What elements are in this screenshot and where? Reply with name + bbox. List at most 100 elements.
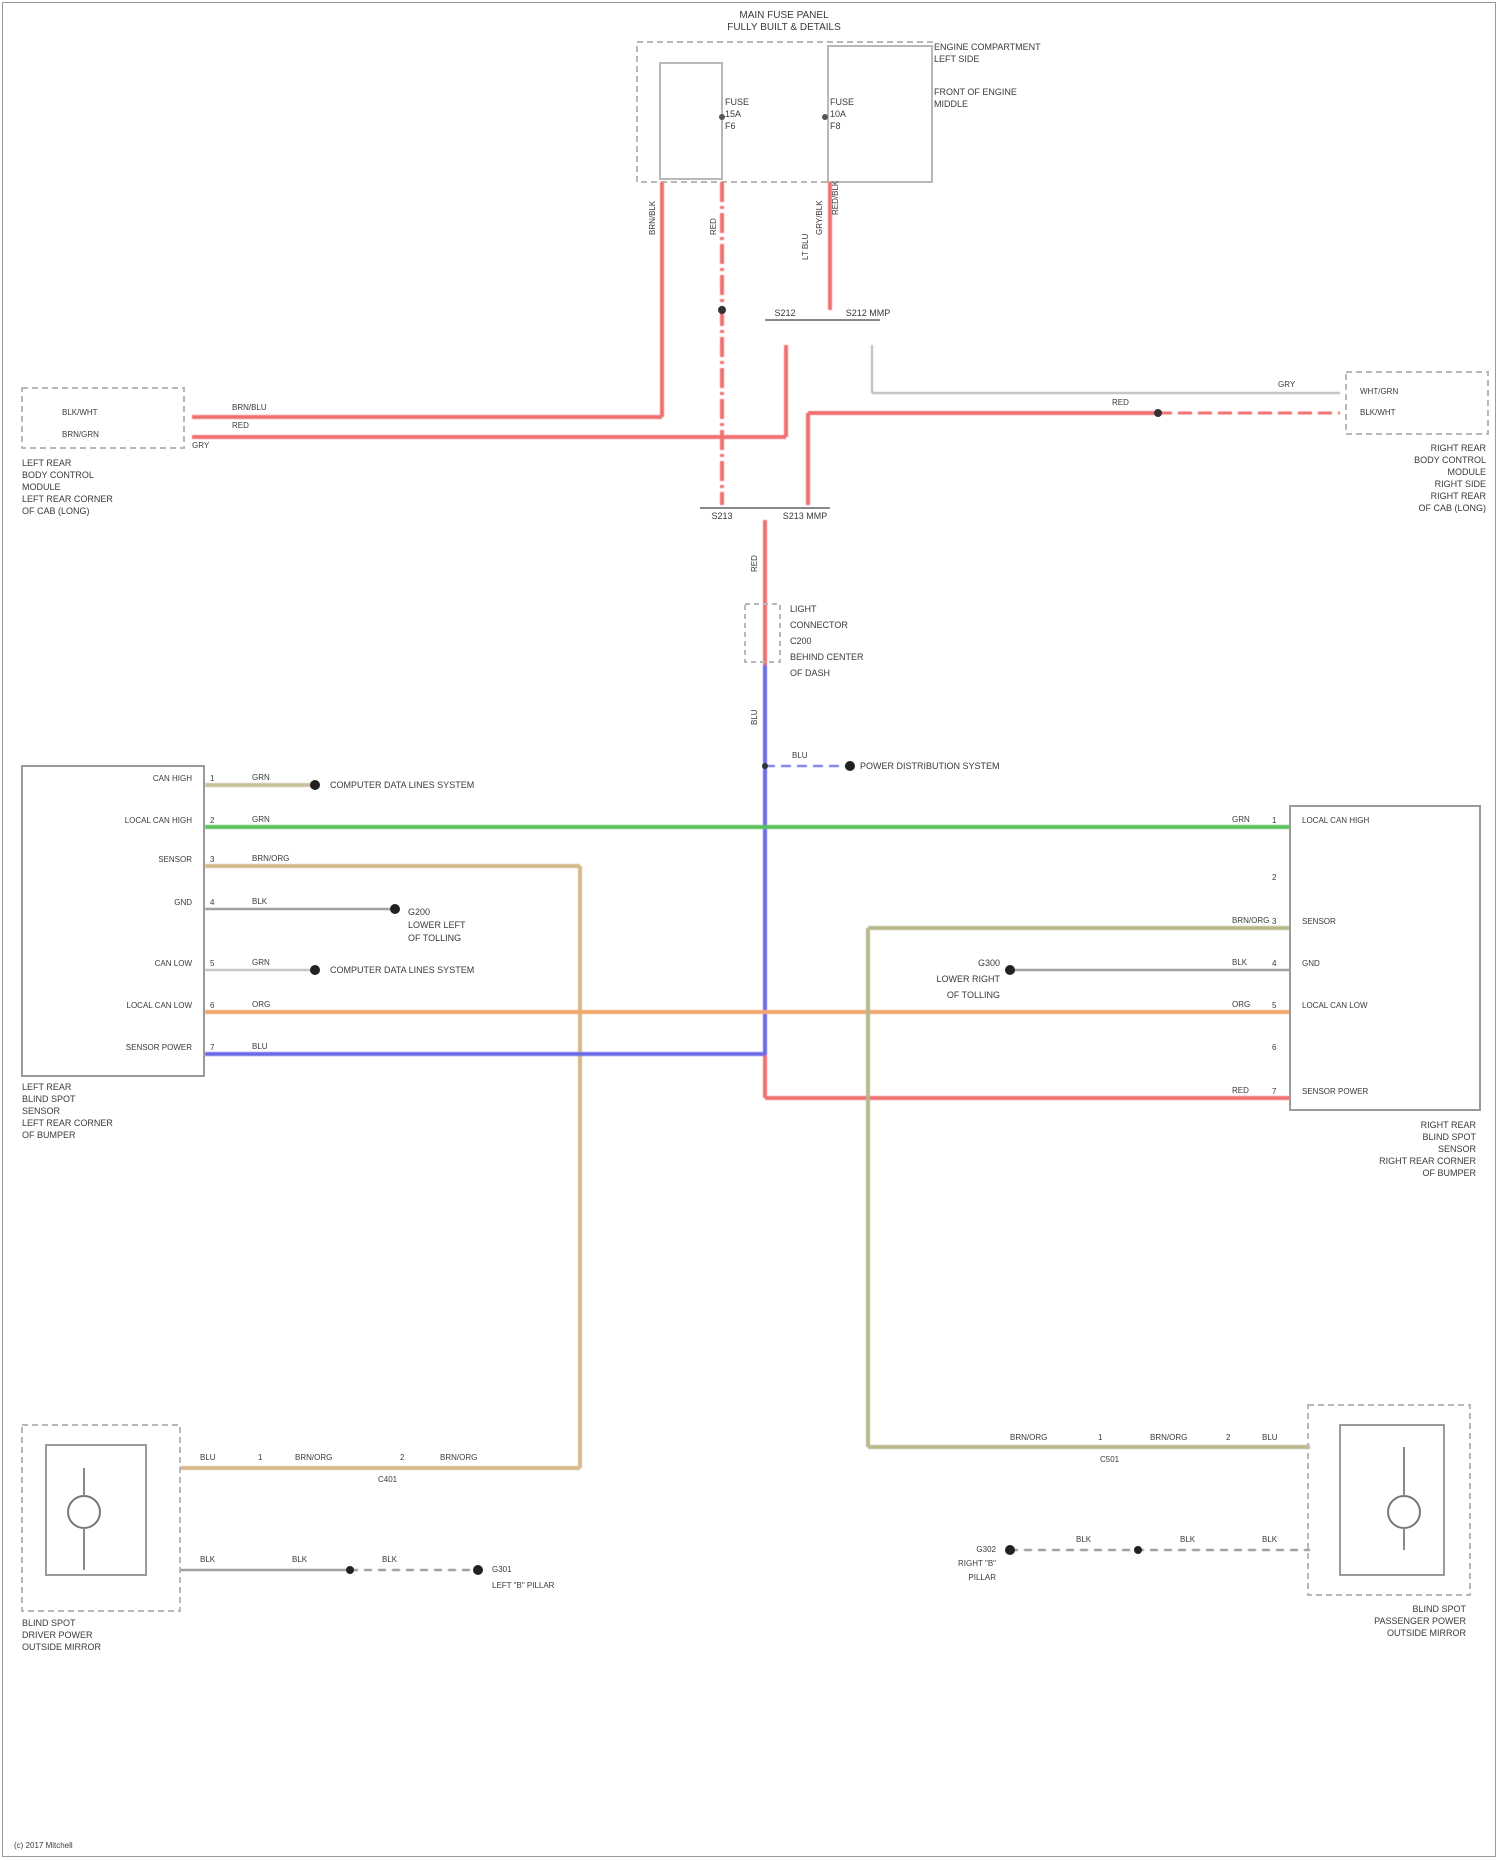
fuse-a-icon <box>719 114 725 120</box>
blue-tap: BLU POWER DISTRIBUTION SYSTEM <box>762 751 1000 771</box>
right-sensor-ref-c: OF TOLLING <box>947 990 1000 1000</box>
wire-label: GRN <box>252 815 270 824</box>
ground-location-2: PILLAR <box>968 1573 996 1582</box>
left-module-caption-2: BODY CONTROL <box>22 470 94 480</box>
left-sensor-ref-2a: G200 <box>408 907 430 917</box>
wire-label: BLU <box>200 1453 216 1462</box>
fuse-b-rating: 10A <box>830 109 846 119</box>
fuse-panel-title-1: MAIN FUSE PANEL <box>739 10 829 21</box>
wire-label: BLU <box>792 751 808 760</box>
left-sensor-caption-5: OF BUMPER <box>22 1130 76 1140</box>
top-fuse-panel: MAIN FUSE PANEL FULLY BUILT & DETAILS EN… <box>637 10 1041 182</box>
splice-dot <box>1154 409 1162 417</box>
left-sensor-caption-3: SENSOR <box>22 1106 61 1116</box>
wire-label: BLK <box>1180 1535 1196 1544</box>
fuse-b-label: FUSE <box>830 97 854 107</box>
right-sensor-pin-name: SENSOR POWER <box>1302 1087 1368 1096</box>
pin-number: 2 <box>400 1453 405 1462</box>
left-sensor-ref-2c: OF TOLLING <box>408 933 461 943</box>
wire-label: RED <box>750 555 759 572</box>
wire-label: BRN/ORG <box>1150 1433 1187 1442</box>
left-module-pin-b: BRN/GRN <box>62 430 99 439</box>
wire-label: GRN <box>252 773 270 782</box>
left-outside-mirror: BLU BRN/ORG BRN/ORG 1 2 C401 BLK BLK BLK… <box>22 1425 555 1652</box>
left-sensor-pin-number: 3 <box>210 855 215 864</box>
right-sensor-pin-number: 5 <box>1272 1001 1277 1010</box>
fuse-panel-title-2: FULLY BUILT & DETAILS <box>727 22 841 33</box>
top-wire-labels: BRN/BLK RED LT BLU GRY/BLK RED/BLK <box>648 180 840 260</box>
mid-connector-c200: LIGHT CONNECTOR C200 BEHIND CENTER OF DA… <box>745 555 864 725</box>
wire-layer <box>180 182 1340 1570</box>
connector-label: C401 <box>378 1475 398 1484</box>
tap-reference: POWER DISTRIBUTION SYSTEM <box>860 761 1000 771</box>
right-sensor-pin-name: GND <box>1302 959 1320 968</box>
splice-upper-right: S212 MMP <box>846 308 891 318</box>
right-sensor-caption-4: RIGHT REAR CORNER <box>1379 1156 1476 1166</box>
right-sensor-pin-number: 2 <box>1272 873 1277 882</box>
right-module-caption-1: RIGHT REAR <box>1431 443 1487 453</box>
left-module-caption-5: OF CAB (LONG) <box>22 506 90 516</box>
connector-label: C501 <box>1100 1455 1120 1464</box>
wire-label: BLK <box>200 1555 216 1564</box>
wire-label: BLK <box>1232 958 1248 967</box>
wire-label: RED <box>232 421 249 430</box>
right-sensor-ref-a: G300 <box>978 958 1000 968</box>
left-body-control-module: BLK/WHT BRN/GRN BRN/BLU RED GRY LEFT REA… <box>22 388 267 516</box>
wire-label: BLK <box>292 1555 308 1564</box>
wire-label: BLU <box>750 709 759 725</box>
left-sensor-pin-number: 1 <box>210 774 215 783</box>
ground-location: LEFT "B" PILLAR <box>492 1581 555 1590</box>
left-sensor-pin-name: CAN HIGH <box>153 774 192 783</box>
right-mirror-caption-3: OUTSIDE MIRROR <box>1387 1628 1467 1638</box>
left-sensor-caption-2: BLIND SPOT <box>22 1094 76 1104</box>
left-sensor-ref-2b: LOWER LEFT <box>408 920 466 930</box>
fuse-a-rating: 15A <box>725 109 741 119</box>
left-sensor-caption-4: LEFT REAR CORNER <box>22 1118 113 1128</box>
connector-caption-5: OF DASH <box>790 668 830 678</box>
pin-number: 1 <box>1098 1433 1103 1442</box>
wire-label: BRN/ORG <box>252 854 289 863</box>
wire-label: BRN/BLK <box>648 200 657 235</box>
right-sensor-caption-2: BLIND SPOT <box>1422 1132 1476 1142</box>
ref-dot <box>310 780 320 790</box>
splice-dot <box>718 306 726 314</box>
wire-label: BLK <box>1262 1535 1278 1544</box>
left-sensor-pin-name: SENSOR POWER <box>126 1043 192 1052</box>
right-sensor-pin-name: SENSOR <box>1302 917 1336 926</box>
wire-label: ORG <box>252 1000 270 1009</box>
wire-label: BLK <box>252 897 268 906</box>
fuse-a-label: FUSE <box>725 97 749 107</box>
left-mirror-caption-2: DRIVER POWER <box>22 1630 93 1640</box>
left-sensor-ref-3: COMPUTER DATA LINES SYSTEM <box>330 965 474 975</box>
left-sensor-caption-1: LEFT REAR <box>22 1082 72 1092</box>
wire-label: RED <box>1112 398 1129 407</box>
left-sensor-pin-number: 6 <box>210 1001 215 1010</box>
pin-number: 1 <box>258 1453 263 1462</box>
connector-caption-1: LIGHT <box>790 604 817 614</box>
right-sensor-pin-number: 1 <box>1272 816 1277 825</box>
wire-label: BRN/ORG <box>440 1453 477 1462</box>
right-module-pin-a: WHT/GRN <box>1360 387 1398 396</box>
connector-caption-3: C200 <box>790 636 812 646</box>
fuse-a-id: F6 <box>725 121 736 131</box>
left-sensor-pin-name: GND <box>174 898 192 907</box>
right-sensor-pin-name: LOCAL CAN HIGH <box>1302 816 1369 825</box>
right-module-caption-3: MODULE <box>1447 467 1486 477</box>
splice-lower-left: S213 <box>711 511 732 521</box>
left-sensor-pin-name: CAN LOW <box>155 959 193 968</box>
wire-label: LT BLU <box>801 233 810 260</box>
fuse-panel-side-3: FRONT OF ENGINE <box>934 87 1017 97</box>
splice-lower-right: S213 MMP <box>783 511 828 521</box>
wire-label: GRY/BLK <box>815 200 824 235</box>
wire-label: RED <box>709 218 718 235</box>
left-sensor-pin-number: 5 <box>210 959 215 968</box>
wire-label: ORG <box>1232 1000 1250 1009</box>
ground-dot <box>390 904 400 914</box>
wire-label: BLU <box>1262 1433 1278 1442</box>
wire-label: BLK <box>382 1555 398 1564</box>
fuse-panel-side-2: LEFT SIDE <box>934 54 979 64</box>
left-mirror-caption-3: OUTSIDE MIRROR <box>22 1642 102 1652</box>
left-sensor-pin-number: 2 <box>210 816 215 825</box>
wire-label: RED <box>1232 1086 1249 1095</box>
splice-dot <box>346 1566 354 1574</box>
